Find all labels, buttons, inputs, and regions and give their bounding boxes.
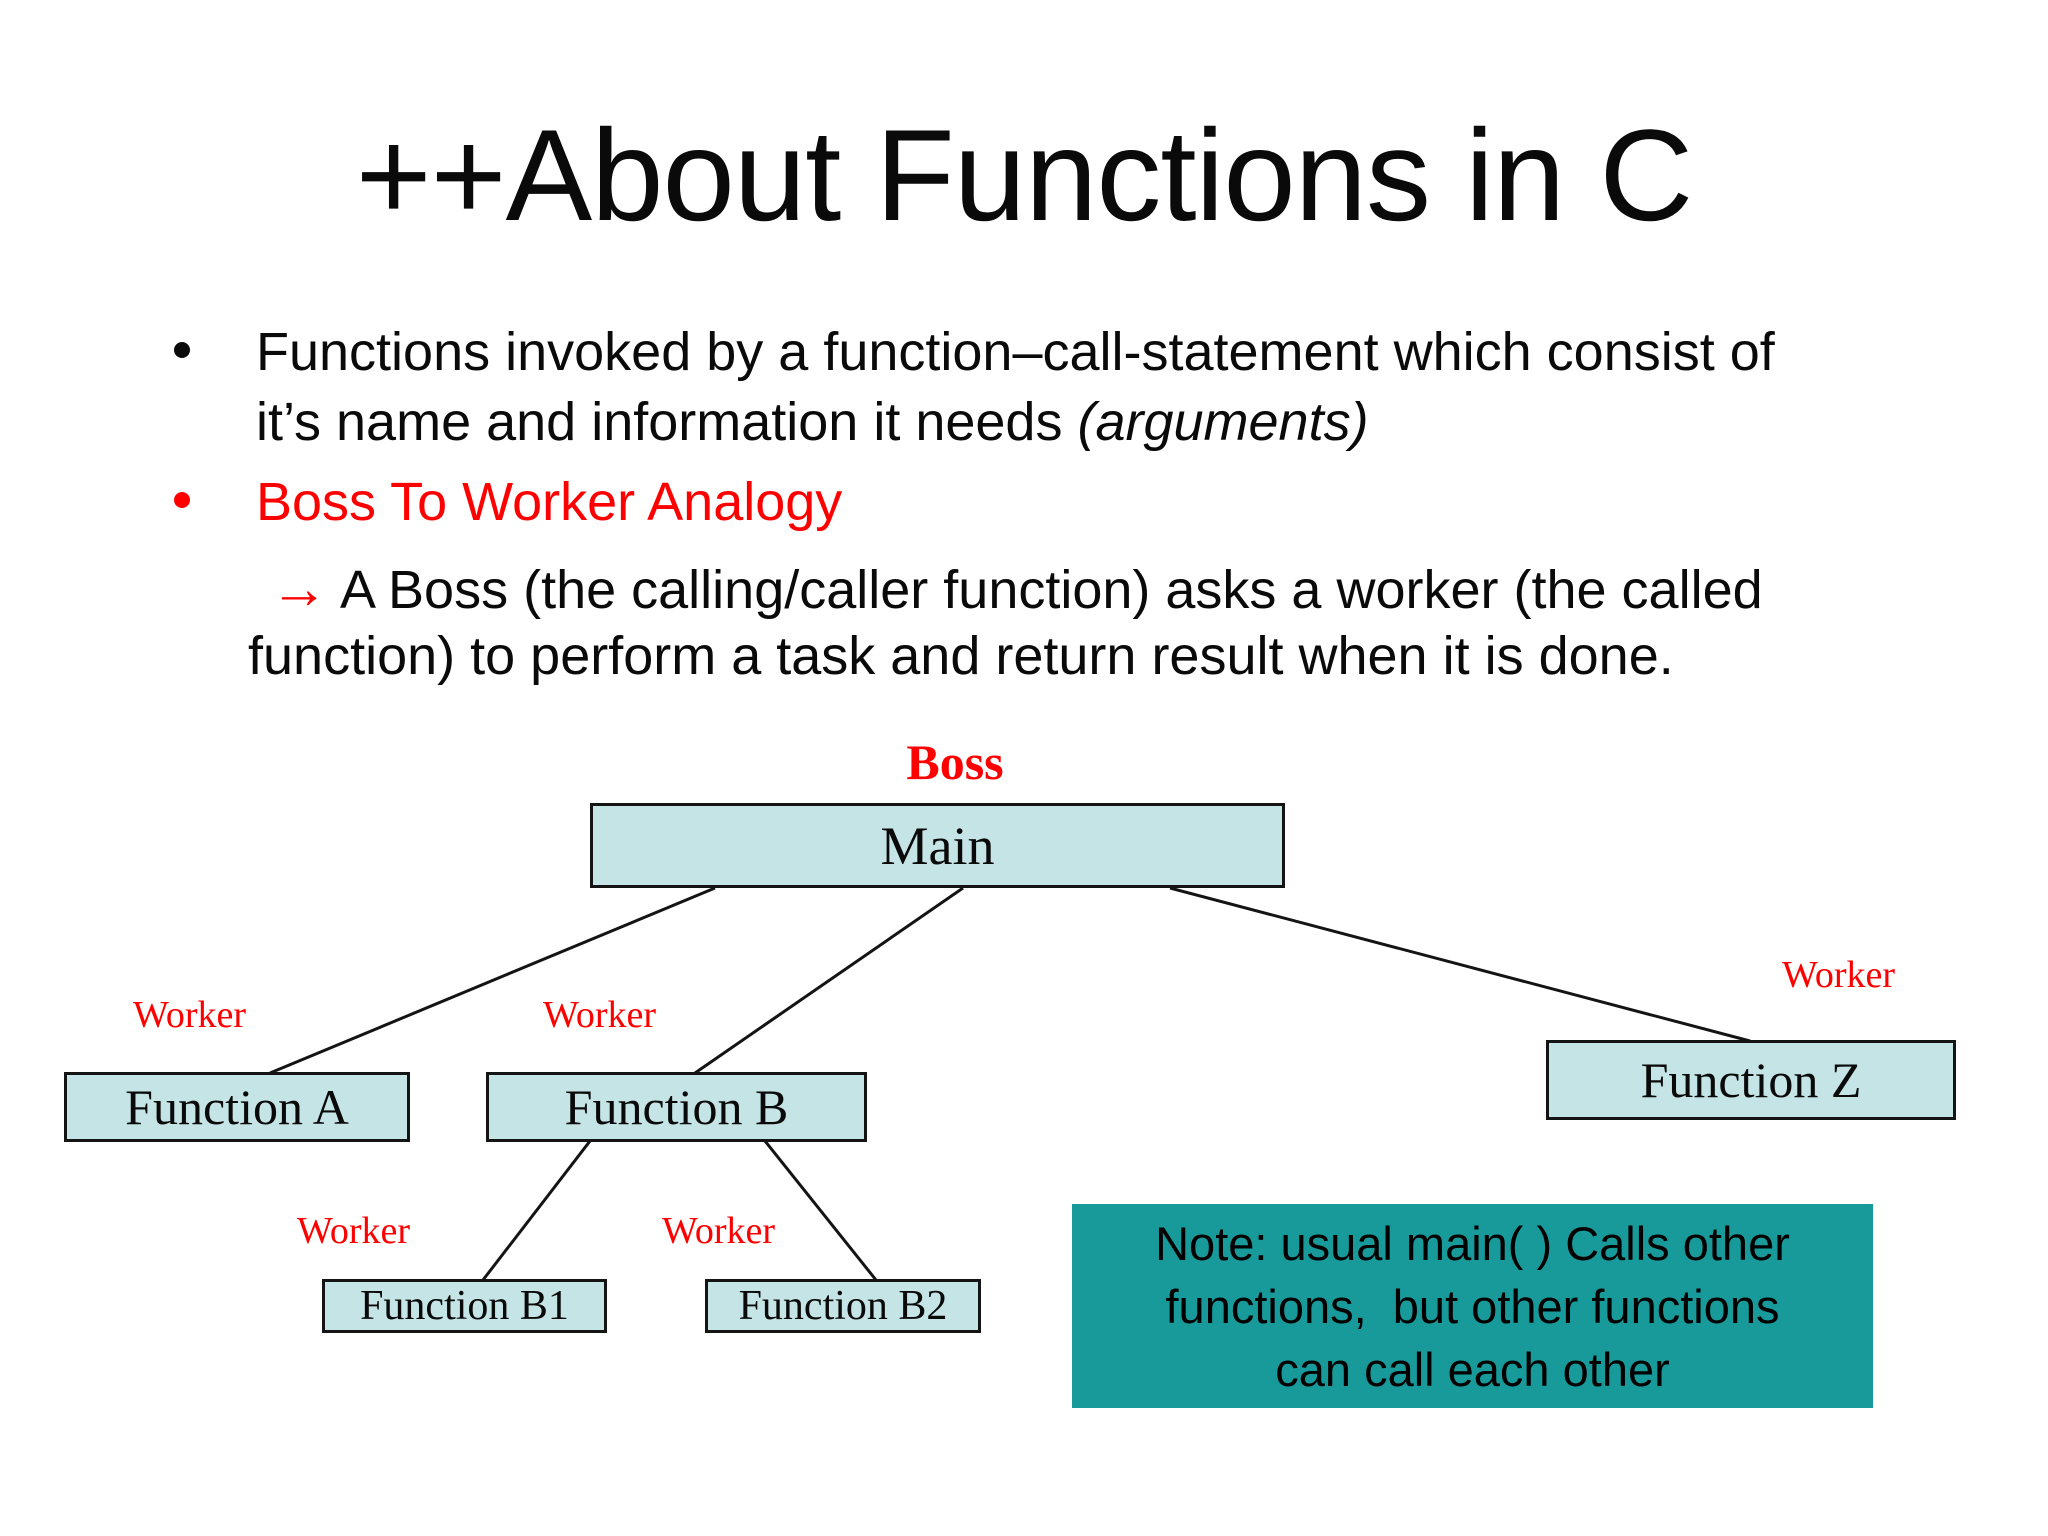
node-main: Main (590, 803, 1285, 888)
bullet-1-text: Functions invoked by a function–call-sta… (256, 317, 2016, 457)
connector-main-to-function-b (694, 886, 964, 1075)
bullet-dot-2 (174, 492, 190, 508)
worker-label-function-b2: Worker (662, 1210, 775, 1252)
sub-bullet-line-2: function) to perform a task and return r… (248, 626, 1674, 686)
node-function-b1: Function B1 (322, 1279, 607, 1333)
node-function-b2: Function B2 (705, 1279, 981, 1333)
boss-label: Boss (906, 734, 1004, 790)
connector-main-to-function-a (269, 886, 716, 1075)
red-arrow-icon: → (270, 556, 328, 621)
note-line-1: Note: usual main( ) Calls other (1155, 1216, 1790, 1270)
note-box: Note: usual main( ) Calls other function… (1072, 1204, 1873, 1408)
sub-bullet-line-1: →A Boss (the calling/caller function) as… (270, 554, 1763, 625)
node-function-b: Function B (486, 1072, 867, 1142)
note-line-3: can call each other (1275, 1342, 1670, 1396)
worker-label-function-z: Worker (1782, 954, 1895, 996)
worker-label-function-b: Worker (543, 994, 656, 1036)
note-line-2: functions, but other functions (1165, 1279, 1780, 1333)
bullet-1-line-1: Functions invoked by a function–call-sta… (256, 322, 1775, 382)
bullet-dot-1 (174, 342, 190, 358)
bullet-1-line-2: it’s name and information it needs (256, 392, 1078, 452)
bullet-1-line-2-italic: (arguments) (1077, 392, 1369, 452)
worker-label-function-a: Worker (133, 994, 246, 1036)
sub-bullet-line-1-text: A Boss (the calling/caller function) ask… (340, 560, 1763, 620)
connector-function-b-to-b1 (481, 1140, 592, 1281)
connector-main-to-function-z (1169, 886, 1751, 1043)
worker-label-function-b1: Worker (297, 1210, 410, 1252)
node-function-a: Function A (64, 1072, 410, 1142)
connector-function-b-to-b2 (763, 1140, 878, 1281)
page-title: ++About Functions in C (355, 102, 1694, 248)
bullet-2-text: Boss To Worker Analogy (256, 472, 843, 532)
node-function-z: Function Z (1546, 1040, 1956, 1120)
